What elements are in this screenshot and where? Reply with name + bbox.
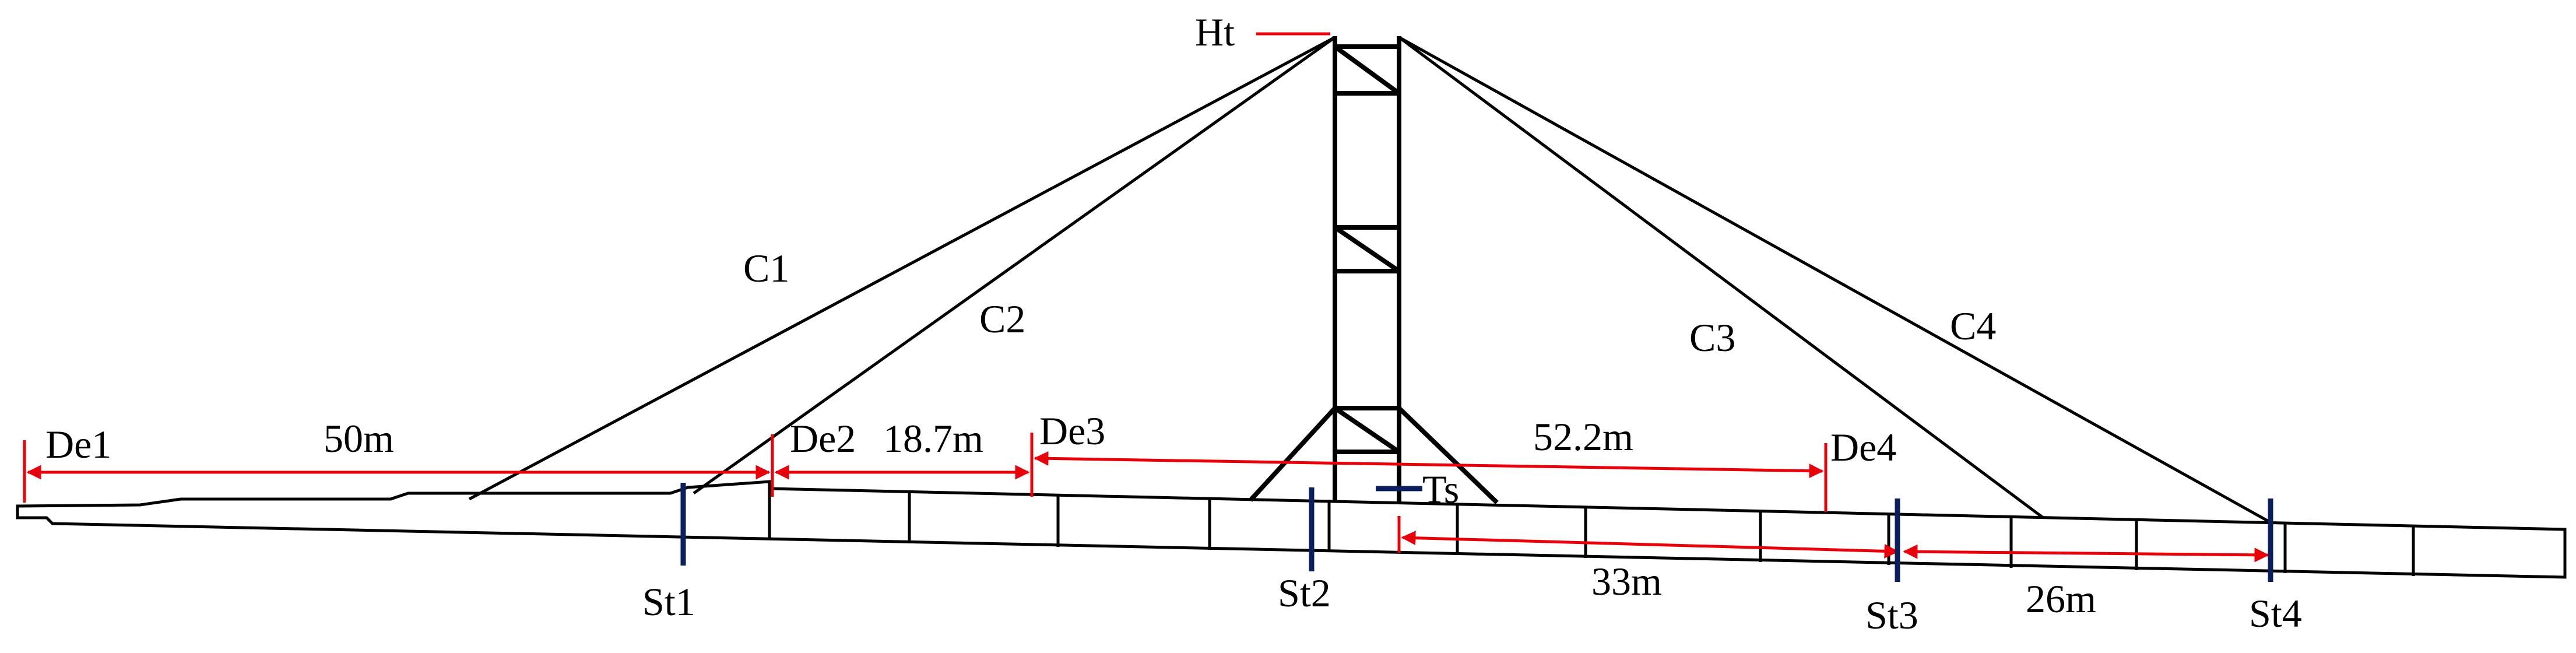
dimension-lines [23, 32, 2269, 563]
dim-26m-label: 26m [2026, 577, 2096, 621]
dim-18-7m-label: 18.7m [883, 416, 983, 461]
deck-outline [16, 480, 2567, 579]
cable-c1 [468, 36, 1336, 501]
ts-label: Ts [1422, 467, 1459, 511]
cable-c2 [693, 36, 1336, 495]
cable-c4 [1398, 36, 2272, 524]
dim-arrow-52-2m [1034, 451, 1824, 479]
bridge-deck [16, 480, 2567, 579]
cable-c4-label: C4 [1950, 304, 1996, 348]
ht-label: Ht [1195, 10, 1235, 54]
dim-52-2m-label: 52.2m [1533, 415, 1633, 459]
stay-cables [468, 36, 2272, 524]
de2-label: De2 [790, 416, 856, 461]
de1-label: De1 [45, 422, 111, 466]
diagram-labels: Ht Ts C1 C2 C3 C4 De1 De2 De3 De4 50m 18… [45, 10, 2302, 637]
cable-c3-label: C3 [1689, 315, 1735, 360]
st4-label: St4 [2249, 591, 2302, 636]
dim-arrow-33m [1401, 531, 1899, 559]
cable-c1-label: C1 [743, 246, 789, 290]
de4-label: De4 [1830, 425, 1896, 469]
pylon-tower [1249, 36, 1499, 504]
st1-label: St1 [642, 580, 695, 624]
dim-arrow-26m [1903, 544, 2269, 563]
sensor-markers [680, 483, 2273, 582]
dim-33m-label: 33m [1591, 559, 1662, 603]
de3-label: De3 [1039, 409, 1105, 453]
dim-50m-label: 50m [324, 416, 394, 461]
cable-c3 [1398, 36, 2044, 519]
st2-label: St2 [1278, 571, 1331, 615]
cable-c2-label: C2 [979, 297, 1025, 341]
st3-label: St3 [1865, 593, 1918, 637]
